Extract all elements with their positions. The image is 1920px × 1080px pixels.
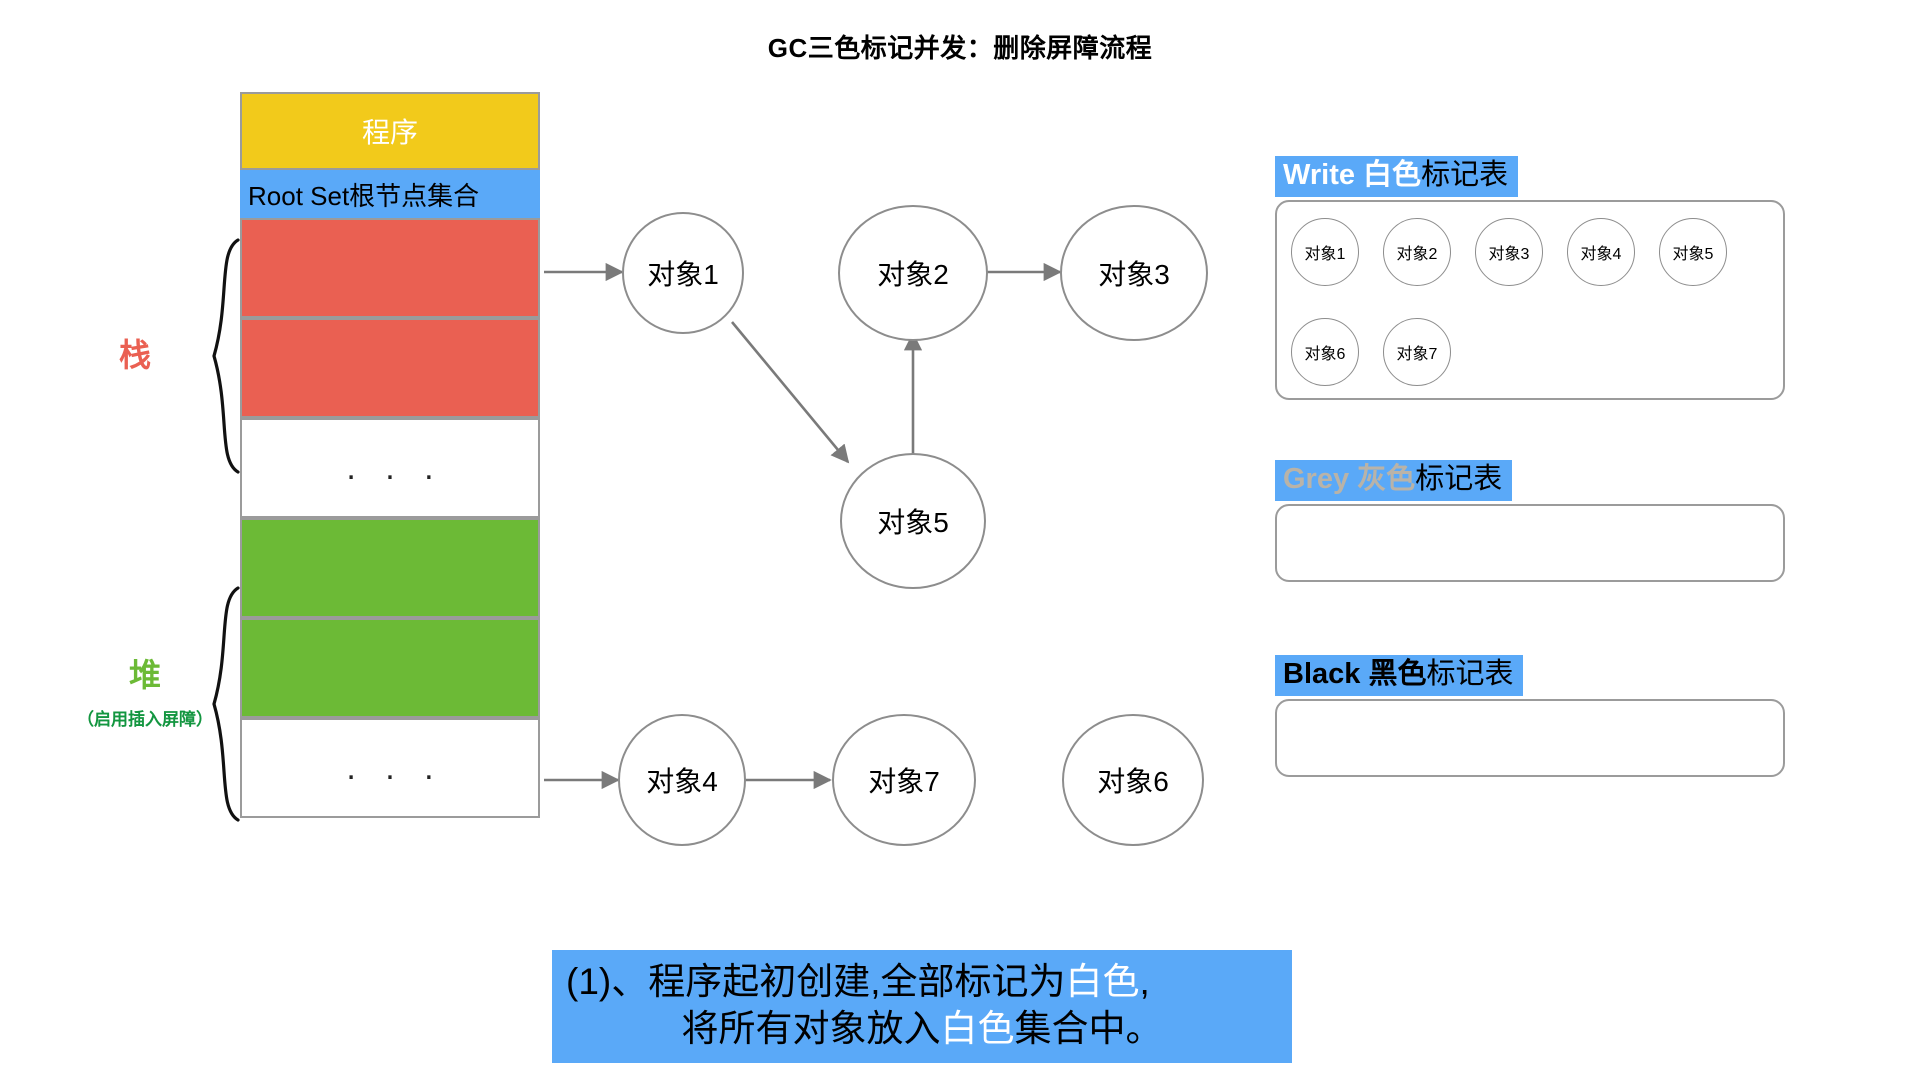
node-label: 对象2 <box>877 259 949 290</box>
node-obj2[interactable]: 对象2 <box>838 205 988 341</box>
memory-cell-root-set: Root Set根节点集合 <box>240 170 540 218</box>
step-caption: (1)、程序起初创建,全部标记为白色, 将所有对象放入白色集合中。 <box>552 950 1292 1063</box>
mark-table-black-body <box>1275 699 1785 777</box>
chip-obj4[interactable]: 对象4 <box>1567 218 1635 286</box>
ellipsis-text: . . . <box>346 448 444 487</box>
chip-obj5[interactable]: 对象5 <box>1659 218 1727 286</box>
mark-table-grey-body <box>1275 504 1785 582</box>
caption-text: (1)、程序起初创建,全部标记为 <box>566 961 1066 1002</box>
page-title: GC三色标记并发：删除屏障流程 <box>767 33 1153 63</box>
chip-label: 对象7 <box>1396 346 1438 363</box>
chip-label: 对象1 <box>1304 246 1346 263</box>
node-obj3[interactable]: 对象3 <box>1060 205 1208 341</box>
heap-slot-1 <box>240 518 540 618</box>
caption-text: 将所有对象放入 <box>681 1008 941 1050</box>
chip-label: 对象2 <box>1396 246 1438 263</box>
header-en: Black <box>1283 658 1369 690</box>
mark-table-white-header: Write 白色标记表 <box>1275 156 1519 198</box>
node-obj7[interactable]: 对象7 <box>832 714 976 846</box>
node-label: 对象7 <box>868 766 940 797</box>
header-en: Grey <box>1283 463 1358 495</box>
node-label: 对象1 <box>647 259 719 290</box>
mark-table-white-body: 对象1 对象2 对象3 对象4 对象5 对象6 对象7 <box>1275 200 1785 400</box>
mark-table-black: Black 黑色标记表 <box>1275 655 1785 795</box>
node-label: 对象3 <box>1098 259 1170 290</box>
node-label: 对象6 <box>1097 766 1169 797</box>
chip-obj6[interactable]: 对象6 <box>1291 318 1359 386</box>
memory-cell-program: 程序 <box>240 92 540 170</box>
node-obj6[interactable]: 对象6 <box>1062 714 1204 846</box>
stack-label: 栈 <box>118 337 151 373</box>
node-obj1[interactable]: 对象1 <box>622 212 744 334</box>
mark-table-black-header: Black 黑色标记表 <box>1275 655 1524 697</box>
ellipsis-text: . . . <box>346 748 444 787</box>
chip-label: 对象6 <box>1304 346 1346 363</box>
edge-obj1-obj5 <box>730 321 850 464</box>
caption-highlight: 白色 <box>940 1008 1015 1050</box>
chip-row-2: 对象6 对象7 <box>1291 318 1475 386</box>
header-cn: 黑色 <box>1368 658 1427 690</box>
header-en: Write <box>1283 159 1364 191</box>
stack-slot-1 <box>240 218 540 318</box>
chip-label: 对象5 <box>1672 246 1714 263</box>
caption-text: , <box>1139 961 1150 1002</box>
stack-brace <box>212 238 240 474</box>
chip-obj2[interactable]: 对象2 <box>1383 218 1451 286</box>
chip-obj3[interactable]: 对象3 <box>1475 218 1543 286</box>
node-obj5[interactable]: 对象5 <box>840 453 986 589</box>
chip-label: 对象3 <box>1488 246 1530 263</box>
chip-obj7[interactable]: 对象7 <box>1383 318 1451 386</box>
node-label: 对象5 <box>877 507 949 538</box>
chip-row-1: 对象1 对象2 对象3 对象4 对象5 <box>1291 218 1751 286</box>
memory-column: 程序 Root Set根节点集合 . . . . . . <box>240 92 540 818</box>
heap-label: 堆 <box>128 657 161 693</box>
chip-label: 对象4 <box>1580 246 1622 263</box>
header-tail: 标记表 <box>1426 658 1514 690</box>
stack-ellipsis-slot: . . . <box>240 418 540 518</box>
heap-sublabel: （启用插入屏障） <box>77 710 213 729</box>
caption-line-1: (1)、程序起初创建,全部标记为白色, <box>558 958 1286 1005</box>
header-cn: 灰色 <box>1357 463 1416 495</box>
caption-highlight: 白色 <box>1065 961 1140 1002</box>
mark-table-white: Write 白色标记表 对象1 对象2 对象3 对象4 对象5 对象6 对象7 <box>1275 156 1785 406</box>
heap-slot-2 <box>240 618 540 718</box>
mark-table-grey: Grey 灰色标记表 <box>1275 460 1785 600</box>
node-label: 对象4 <box>646 766 718 797</box>
chip-obj1[interactable]: 对象1 <box>1291 218 1359 286</box>
root-set-label: Root Set根节点集合 <box>248 180 480 211</box>
header-tail: 标记表 <box>1415 463 1503 495</box>
mark-table-grey-header: Grey 灰色标记表 <box>1275 460 1513 502</box>
caption-line-2: 将所有对象放入白色集合中。 <box>558 1005 1286 1052</box>
header-cn: 白色 <box>1363 159 1422 191</box>
header-tail: 标记表 <box>1421 159 1509 191</box>
program-label: 程序 <box>361 117 418 148</box>
heap-brace <box>212 586 240 822</box>
heap-ellipsis-slot: . . . <box>240 718 540 818</box>
stack-slot-2 <box>240 318 540 418</box>
node-obj4[interactable]: 对象4 <box>618 714 746 846</box>
caption-text: 集合中。 <box>1014 1008 1163 1050</box>
